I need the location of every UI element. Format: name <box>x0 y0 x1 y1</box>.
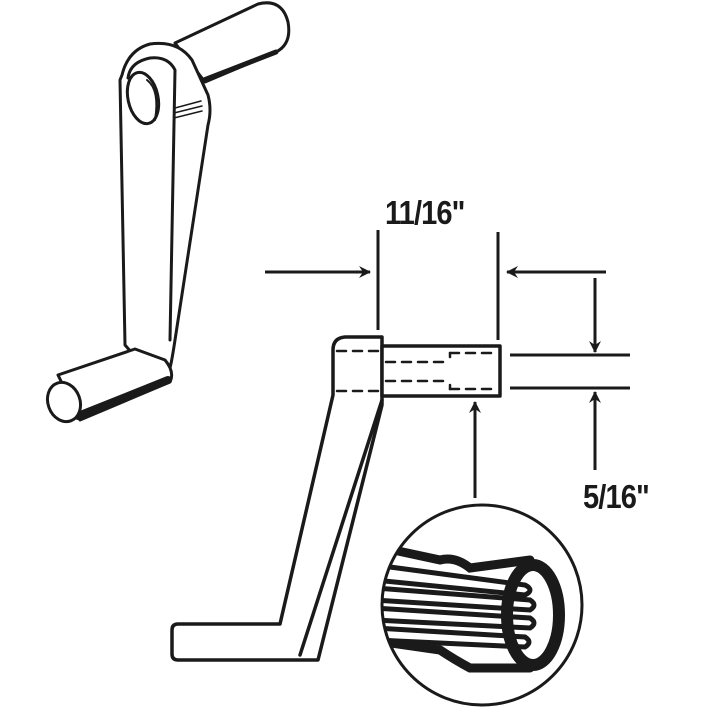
side-profile-view <box>170 335 502 662</box>
length-dimension-label: 11/16" <box>385 194 465 231</box>
perspective-upper-shaft <box>173 1 291 84</box>
side-spline-shaft <box>380 344 502 398</box>
diameter-dimension-label: 5/16" <box>583 478 650 515</box>
dimension-annotations <box>265 230 630 498</box>
hidden-lines <box>335 349 498 393</box>
perspective-knob-end <box>45 380 83 424</box>
perspective-knob <box>45 347 174 424</box>
spline-detail-view <box>380 503 584 707</box>
side-arm-outline <box>170 335 384 662</box>
perspective-arm <box>118 41 212 387</box>
perspective-crank-view <box>45 1 291 424</box>
